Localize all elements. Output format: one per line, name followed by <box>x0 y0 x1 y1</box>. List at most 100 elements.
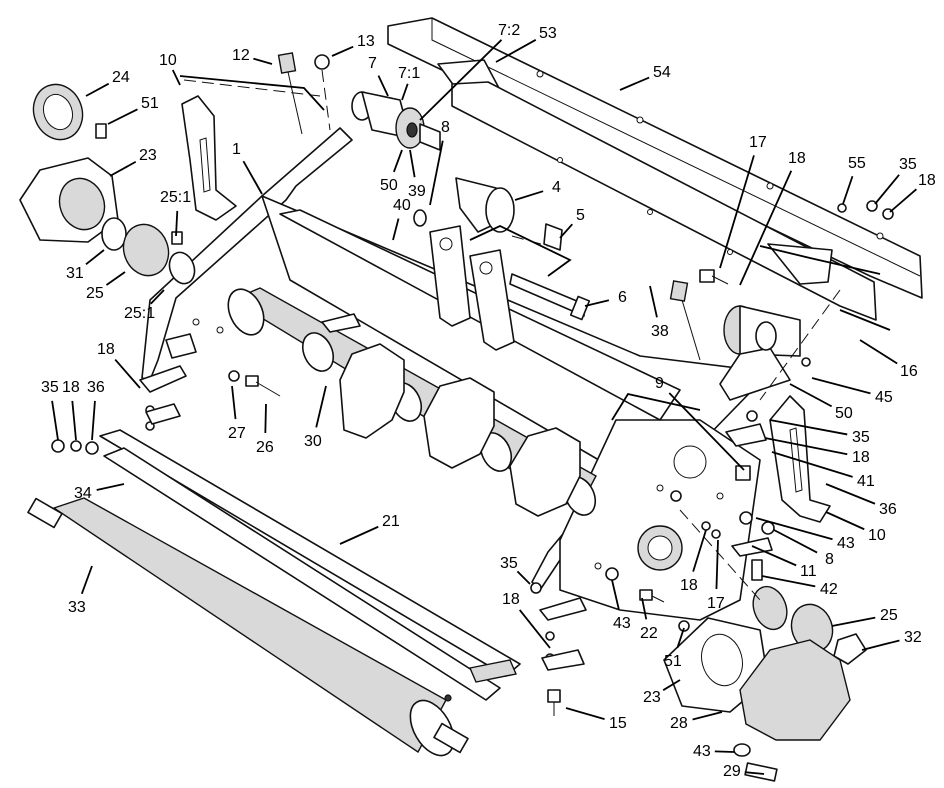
callout-number: 15 <box>609 715 627 732</box>
callout-leader <box>755 517 833 541</box>
group-brackets <box>179 75 891 421</box>
callout-leader <box>676 627 685 649</box>
callout-leader <box>565 707 605 720</box>
callout-leader <box>761 575 816 588</box>
callout-c-43a: 43 <box>755 517 855 552</box>
callout-c-10b: 10 <box>825 511 886 544</box>
angle-bar <box>451 81 877 321</box>
callout-number: 23 <box>643 689 661 706</box>
callout-c-5: 5 <box>559 207 585 239</box>
callout-c-8a: 8 <box>429 119 450 206</box>
left-upper-bracket <box>181 95 237 221</box>
callout-c-39: 39 <box>408 149 426 200</box>
callout-c-16: 16 <box>859 339 918 380</box>
callout-number: 25:1 <box>124 305 155 322</box>
callout-leader <box>825 483 876 505</box>
callout-c-18g: 18 <box>502 591 551 649</box>
callout-c-4: 4 <box>514 179 561 201</box>
callout-leader <box>874 174 900 205</box>
callout-number: 10 <box>868 527 886 544</box>
callout-number: 54 <box>653 64 671 81</box>
callout-number: 18 <box>62 379 80 396</box>
callout-c-36a: 36 <box>87 379 105 441</box>
callout-number: 18 <box>97 341 115 358</box>
callout-leader <box>769 419 848 436</box>
callout-number: 43 <box>837 535 855 552</box>
callout-c-1: 1 <box>232 141 263 195</box>
callout-number: 17 <box>707 595 725 612</box>
callout-c-54: 54 <box>619 64 671 91</box>
callout-c-18a: 18 <box>739 150 806 286</box>
callout-number: 51 <box>141 95 159 112</box>
callout-c-8b: 8 <box>773 529 834 568</box>
bolts <box>245 52 763 716</box>
callout-number: 35 <box>852 429 870 446</box>
callout-leader <box>744 771 765 775</box>
callout-number: 22 <box>640 625 658 642</box>
callout-leader <box>559 223 573 239</box>
callout-number: 36 <box>87 379 105 396</box>
callout-c-22: 22 <box>640 597 658 642</box>
callout-leader <box>773 529 818 554</box>
callout-number: 27 <box>228 425 246 442</box>
callout-number: 50 <box>380 177 398 194</box>
callout-leader <box>96 483 125 491</box>
callout-number: 42 <box>820 581 838 598</box>
callout-leader <box>715 539 719 590</box>
callout-c-35d: 35 <box>500 555 531 585</box>
callout-c-21: 21 <box>339 513 400 545</box>
callout-c-29: 29 <box>723 763 765 780</box>
callout-leader <box>264 403 267 434</box>
callout-c-18e: 18 <box>764 437 870 466</box>
callout-leader <box>771 451 853 478</box>
right-bearing-assembly <box>663 585 867 782</box>
lower-tube <box>99 429 521 701</box>
callout-number: 18 <box>918 172 936 189</box>
callout-number: 45 <box>875 389 893 406</box>
callout-number: 31 <box>66 265 84 282</box>
callout-number: 34 <box>74 485 92 502</box>
top-rail <box>387 17 923 299</box>
callout-leader <box>71 400 77 441</box>
callout-leader <box>114 358 141 389</box>
callout-number: 18 <box>788 150 806 167</box>
callout-leader <box>719 155 755 269</box>
callout-c-26: 26 <box>256 403 274 456</box>
callout-leader <box>668 392 745 471</box>
callout-number: 6 <box>618 289 627 306</box>
callout-leader <box>495 39 537 63</box>
callout-c-6: 6 <box>584 289 627 307</box>
callout-leader <box>692 711 723 721</box>
callout-number: 53 <box>539 25 557 42</box>
callout-leader <box>789 383 833 408</box>
callout-c-43b: 43 <box>611 579 631 632</box>
callout-c-30: 30 <box>304 385 327 450</box>
callout-c-53: 53 <box>495 25 557 63</box>
callout-c-50b: 50 <box>789 383 853 422</box>
callout-c-23b: 23 <box>643 679 681 706</box>
callout-number: 24 <box>112 69 130 86</box>
roller <box>27 497 469 757</box>
callout-number: 13 <box>357 33 375 50</box>
callout-c-51a: 51 <box>107 95 159 125</box>
callout-c-18f: 18 <box>680 529 707 594</box>
callout-number: 32 <box>904 629 922 646</box>
callout-number: 39 <box>408 183 426 200</box>
callout-number: 26 <box>256 439 274 456</box>
callout-number: 36 <box>879 501 897 518</box>
callout-number: 41 <box>857 473 875 490</box>
callout-leader <box>401 83 409 101</box>
callout-leader <box>80 565 93 595</box>
callout-number: 7:1 <box>398 65 420 82</box>
callout-c-9: 9 <box>655 375 745 471</box>
callout-c-18d: 18 <box>62 379 80 441</box>
callout-number: 16 <box>900 363 918 380</box>
callout-c-32: 32 <box>861 629 922 651</box>
callout-leader <box>253 57 273 65</box>
callout-c-25-1a: 25:1 <box>160 189 191 237</box>
callout-number: 35 <box>500 555 518 572</box>
callout-leader <box>662 679 681 691</box>
callout-leader <box>51 400 59 441</box>
callout-leader <box>429 140 444 206</box>
callout-leader <box>825 511 865 531</box>
